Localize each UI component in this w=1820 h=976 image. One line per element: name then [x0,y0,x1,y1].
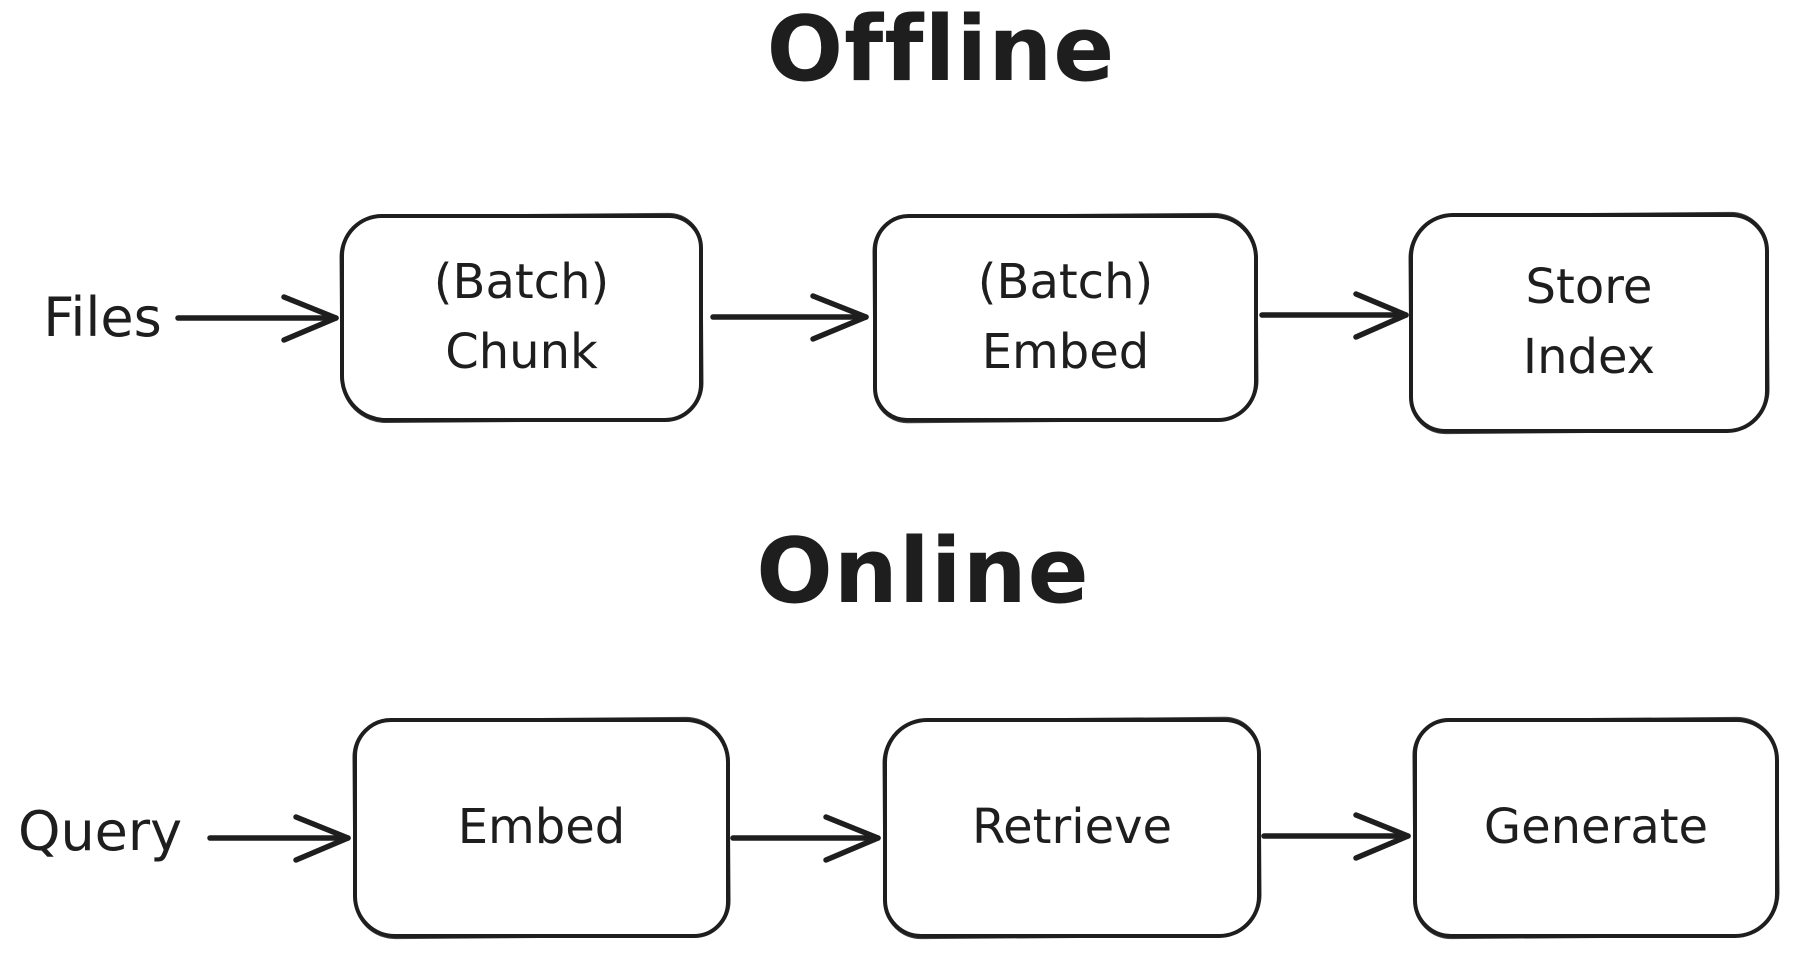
node-label: (Batch) Chunk [433,254,610,380]
arrow-retrieve-to-generate [1261,812,1411,861]
arrow-chunk-to-embed [710,293,869,342]
node-label: Retrieve [971,799,1173,856]
section-title-online: Online [756,519,1090,624]
node-label: Embed [457,799,626,856]
section-title-offline: Offline [766,0,1116,102]
query-label: Query [17,800,183,863]
node-store-index: Store Index [1409,213,1769,433]
node-embed: Embed [353,718,730,938]
arrow-embed-to-retrieve [730,814,881,863]
node-batch-embed: (Batch) Embed [873,214,1258,422]
arrow-embed-to-store-index [1259,291,1409,340]
node-generate: Generate [1413,718,1779,938]
node-label: Store Index [1522,259,1656,385]
files-label: Files [43,286,162,349]
node-batch-chunk: (Batch) Chunk [340,214,703,422]
node-retrieve: Retrieve [883,718,1261,938]
node-label: Generate [1483,799,1709,856]
arrow-query-to-embed [207,814,351,863]
arrow-files-to-chunk [175,294,339,343]
node-label: (Batch) Embed [977,254,1154,380]
